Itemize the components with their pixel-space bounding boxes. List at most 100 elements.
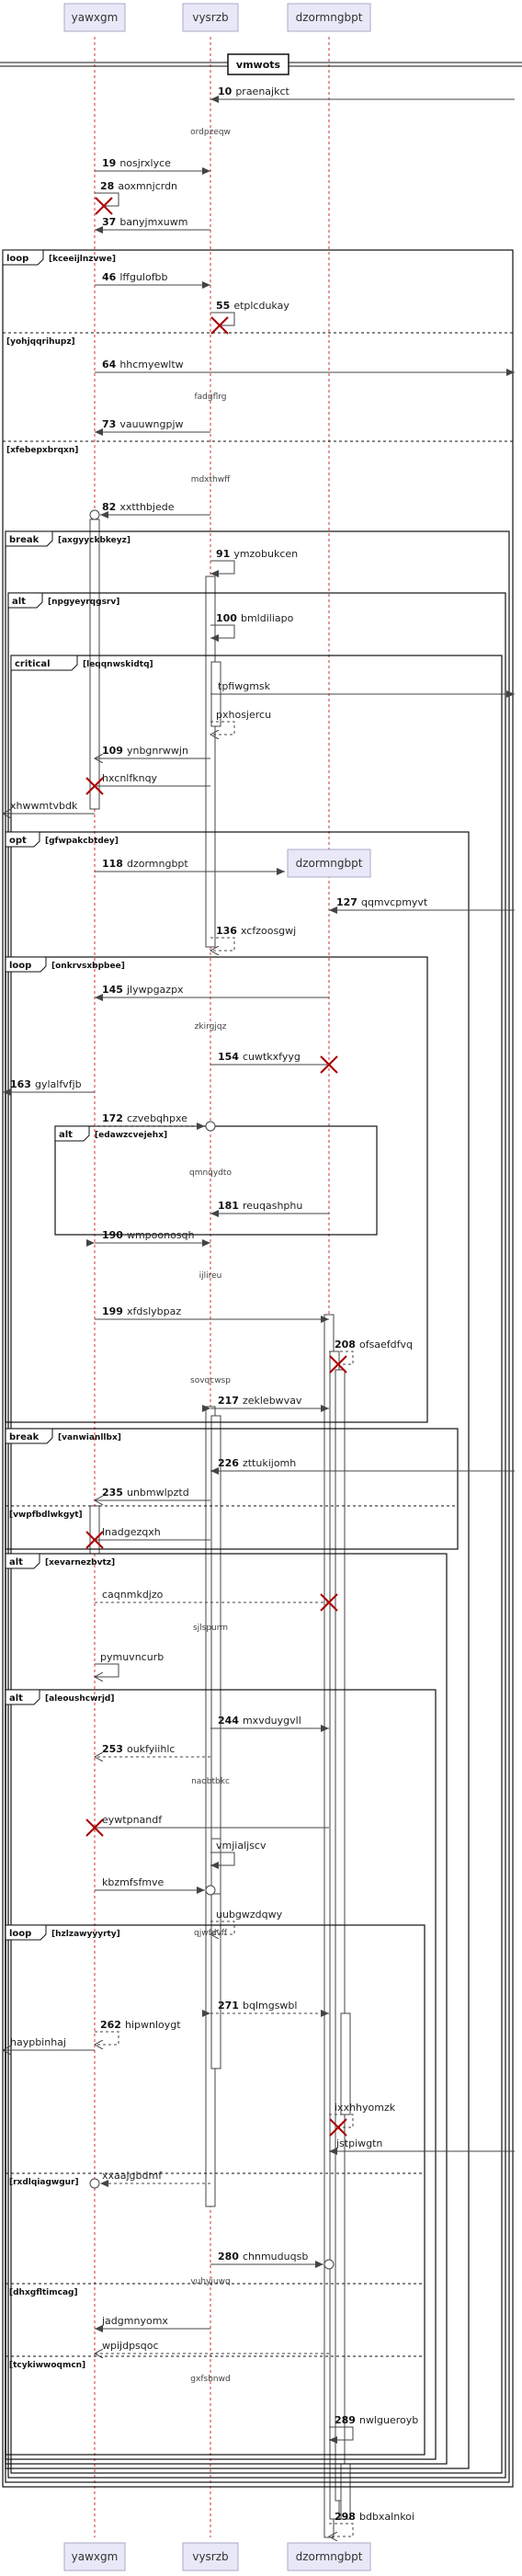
fragment-guard: [gfwpakcbtdey] bbox=[45, 837, 119, 846]
message-number: 235 bbox=[102, 1487, 123, 1499]
message-jadgmnyomx[interactable]: jadgmnyomx bbox=[95, 2315, 210, 2332]
fragment-separator-guard: [rxdlqiagwgur] bbox=[9, 2178, 79, 2187]
message-haypbinhaj[interactable]: haypbinhaj bbox=[3, 2036, 95, 2050]
participant-yawxgm-top[interactable]: yawxgm bbox=[63, 3, 126, 32]
participant-vysrzb-bottom[interactable]: vysrzb bbox=[182, 2542, 239, 2571]
participant-yawxgm-bottom[interactable]: yawxgm bbox=[63, 2542, 126, 2571]
message-text: xxaajgbdmf bbox=[102, 2170, 163, 2182]
message-number: 109 bbox=[102, 745, 123, 757]
message-tpfiwgmsk[interactable]: tpfiwgmsk bbox=[210, 680, 515, 698]
message-text: jadgmnyomx bbox=[101, 2315, 168, 2327]
message-uubgwzdqwy[interactable]: uubgwzdqwy bbox=[210, 1909, 283, 1934]
lost-message-circle bbox=[89, 509, 100, 520]
participant-dzormngbpt-bottom[interactable]: dzormngbpt bbox=[287, 2542, 371, 2571]
message-wpijdpsqoc[interactable]: wpijdpsqoc bbox=[95, 2340, 329, 2354]
message-hxcnlfknqy[interactable]: hxcnlfknqy bbox=[85, 772, 210, 795]
message-jstpiwgtn[interactable]: jstpiwgtn bbox=[329, 2137, 515, 2155]
message-caqnmkdjzo[interactable]: caqnmkdjzo bbox=[95, 1589, 338, 1612]
lost-message-circle bbox=[205, 1885, 216, 1896]
fragment-guard: [axgyyckbkeyz] bbox=[58, 536, 130, 545]
message-109[interactable]: 109 ynbgnrwwjn bbox=[95, 745, 210, 758]
message-vmjialjscv[interactable]: vmjialjscv bbox=[210, 1840, 267, 1869]
participant-vysrzb-top[interactable]: vysrzb bbox=[182, 3, 239, 32]
message-text: praenajkct bbox=[235, 85, 289, 97]
message-number: 73 bbox=[102, 418, 116, 430]
fragment-guard: [hzlzawyyyrty] bbox=[51, 1930, 120, 1939]
participant-label: dzormngbpt bbox=[296, 857, 363, 870]
message-xhwwmtvbdk[interactable]: xhwwmtvbdk bbox=[3, 800, 95, 814]
message-text: wpijdpsqoc bbox=[102, 2340, 159, 2352]
fragment-break: break[vanwianllbx][vwpfbdlwkgyt] bbox=[5, 1428, 459, 1550]
message-ixxhhyomzk[interactable]: ixxhhyomzk bbox=[329, 2102, 396, 2137]
lost-message-circle bbox=[89, 2178, 100, 2189]
message-xxaajgbdmf[interactable]: xxaajgbdmf bbox=[89, 2170, 210, 2189]
message-pymuvncurb[interactable]: pymuvncurb bbox=[95, 1651, 164, 1677]
delay-label: qmnqydto bbox=[189, 1168, 232, 1178]
message-number: 199 bbox=[102, 1305, 123, 1317]
fragment-keyword: critical bbox=[15, 659, 51, 669]
message-text: oukfyiihlc bbox=[127, 1743, 175, 1755]
message-label: eywtpnandf bbox=[102, 1814, 163, 1826]
participant-dzormngbpt-top[interactable]: dzormngbpt bbox=[287, 3, 371, 32]
message-number: 163 bbox=[10, 1078, 31, 1090]
participant-label: vysrzb bbox=[192, 2550, 228, 2563]
message-text: aoxmnjcrdn bbox=[118, 180, 177, 192]
message-label: xhwwmtvbdk bbox=[10, 800, 78, 812]
message-text: hipwnloygt bbox=[125, 2019, 181, 2031]
message-number: 280 bbox=[218, 2251, 239, 2263]
message-number: 118 bbox=[102, 858, 123, 870]
message-number: 145 bbox=[102, 984, 123, 996]
message-text: ynbgnrwwjn bbox=[127, 745, 188, 757]
message-label: jstpiwgtn bbox=[335, 2137, 382, 2149]
message-pxhosjercu[interactable]: pxhosjercu bbox=[210, 709, 271, 735]
fragment-keyword: alt bbox=[59, 1130, 73, 1140]
message-label: lnadgezqxh bbox=[102, 1526, 161, 1538]
participant-dzormngbpt-created[interactable]: dzormngbpt bbox=[287, 849, 371, 878]
message-text: bmldiliapo bbox=[241, 612, 294, 624]
message-eywtpnandf[interactable]: eywtpnandf bbox=[85, 1814, 329, 1837]
participant-label: yawxgm bbox=[72, 2550, 119, 2563]
fragment-keyword: alt bbox=[9, 1693, 23, 1704]
participant-label: dzormngbpt bbox=[296, 11, 363, 24]
divider-label: vmwots bbox=[236, 59, 281, 71]
message-kbzmfsfmve[interactable]: kbzmfsfmve bbox=[95, 1876, 216, 1896]
message-lnadgezqxh[interactable]: lnadgezqxh bbox=[85, 1526, 210, 1549]
message-text: uubgwzdqwy bbox=[216, 1909, 283, 1921]
